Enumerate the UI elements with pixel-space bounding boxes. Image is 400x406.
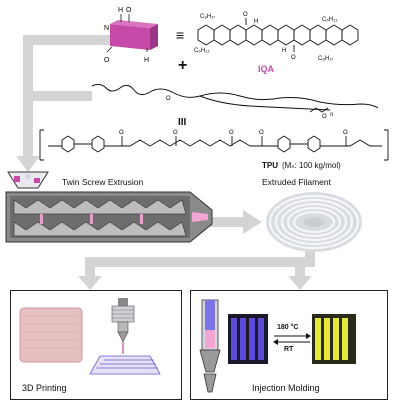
split-arrow-line xyxy=(85,246,315,278)
printer-nozzle xyxy=(111,298,135,354)
die-melt xyxy=(192,212,208,222)
svg-text:O: O xyxy=(343,130,348,136)
svg-text:H: H xyxy=(118,7,123,14)
injector xyxy=(199,299,221,393)
alkyl-label-c8-left: C₈H₁₇ xyxy=(200,14,216,20)
svg-text:O: O xyxy=(173,130,178,136)
svg-text:O: O xyxy=(322,114,327,120)
plus-symbol: + xyxy=(178,57,188,74)
feed-arrow-line xyxy=(23,35,110,160)
temp-bottom-label: RT xyxy=(284,346,294,353)
equiv-symbol: ≡ xyxy=(176,27,185,43)
polymer-repeat-n: n xyxy=(330,112,334,118)
svg-text:O: O xyxy=(291,55,296,61)
temp-top-label: 180 °C xyxy=(277,324,299,331)
split-arrow-head-right xyxy=(288,276,312,290)
filament-label: Extruded Filament xyxy=(262,177,331,187)
svg-text:O: O xyxy=(166,96,171,102)
printing-label: 3D Printing xyxy=(22,383,67,393)
printed-block xyxy=(19,307,83,363)
svg-text:N: N xyxy=(104,25,109,32)
molding-label: Injection Molding xyxy=(252,383,320,393)
svg-text:H: H xyxy=(282,48,286,54)
svg-text:H: H xyxy=(254,19,258,25)
svg-text:O: O xyxy=(104,57,110,64)
extrusion-label: Twin Screw Extrusion xyxy=(62,177,144,187)
print-bed xyxy=(89,355,161,375)
svg-text:O: O xyxy=(119,130,124,136)
tpu-name: TPU xyxy=(262,161,278,170)
split-arrow-head-left xyxy=(78,276,102,290)
svg-text:O: O xyxy=(126,7,132,14)
svg-text:O: O xyxy=(229,130,234,136)
to-filament-arrow-head xyxy=(243,210,262,234)
alkyl-label-c6-left: C₆H₁₃ xyxy=(194,48,210,54)
triple-bar-symbol: III xyxy=(178,117,187,128)
alkyl-label-c8-right: C₈H₁₇ xyxy=(318,56,334,62)
svg-text:O: O xyxy=(243,12,248,18)
alkyl-label-c6-right: C₆H₁₃ xyxy=(322,17,338,23)
tpu-molecular-weight: (Mₙ: 100 kg/mol) xyxy=(282,161,341,170)
iqa-label: IQA xyxy=(258,64,275,74)
svg-text:O: O xyxy=(259,130,264,136)
feed-arrow-head xyxy=(16,156,40,172)
svg-text:H: H xyxy=(144,57,149,64)
